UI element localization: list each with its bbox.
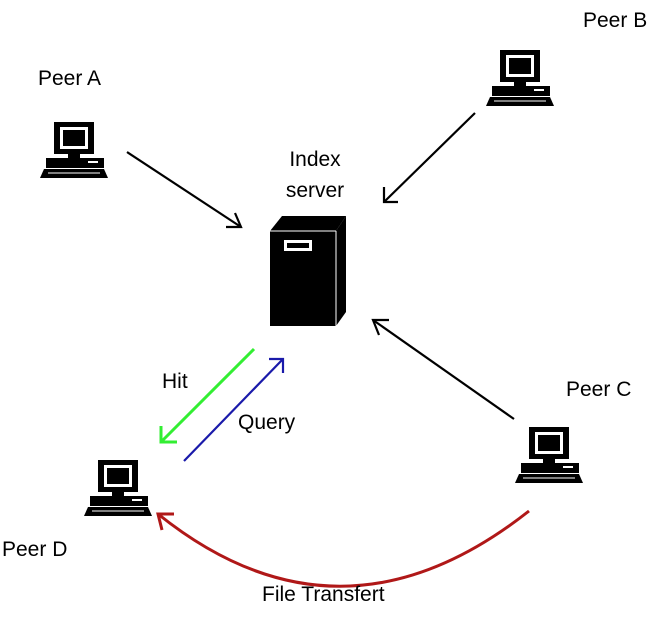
index-server-label: Index server (270, 148, 360, 203)
index-server-label-line2: server (285, 179, 345, 202)
peer-c-computer-icon (514, 426, 584, 484)
peer-c-label: Peer C (566, 378, 632, 401)
arrow-peer-a-to-server (126, 151, 243, 229)
arrow-hit (159, 347, 256, 444)
arrow-peer-c-to-server (371, 318, 515, 420)
arrow-file-transfer (156, 509, 530, 588)
query-label: Query (238, 411, 296, 434)
peer-d-label: Peer D (2, 538, 68, 561)
index-server-label-line1: Index (289, 148, 341, 171)
file-transfer-label: File Transfert (262, 583, 385, 606)
hit-label: Hit (162, 370, 188, 393)
peer-a-label: Peer A (38, 67, 102, 90)
arrow-query (183, 357, 285, 462)
peer-b-computer-icon (485, 49, 555, 107)
peer-a-computer-icon (39, 121, 109, 179)
peer-d-computer-icon (83, 459, 153, 517)
arrow-peer-b-to-server (382, 112, 476, 204)
peer-b-label: Peer B (583, 9, 648, 32)
server-tower-icon (270, 216, 346, 326)
